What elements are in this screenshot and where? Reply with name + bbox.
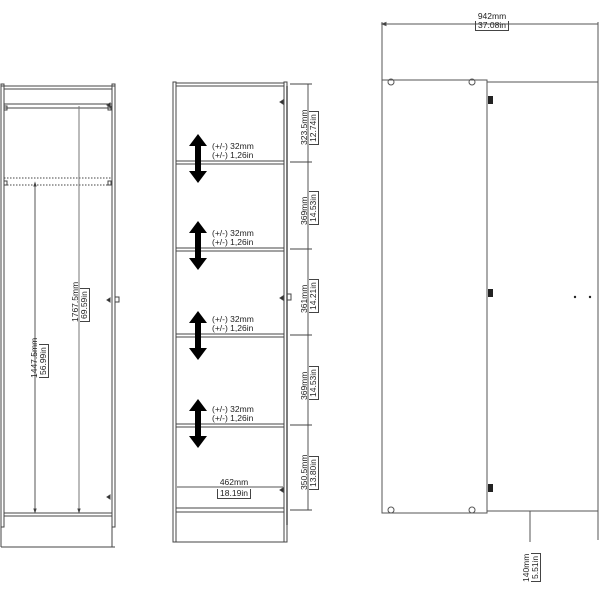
shelf-adjust-label: (+/-) 32mm(+/-) 1,26in	[212, 228, 254, 247]
inner-width-label: 462mm	[219, 477, 249, 487]
shelf-adjust-label: (+/-) 32mm(+/-) 1,26in	[212, 404, 254, 423]
dim-1447-label: 1447.5mm 56.99in	[29, 337, 49, 378]
shelf-adjust-label: (+/-) 32mm(+/-) 1,26in	[212, 314, 254, 333]
side-section-view	[0, 83, 120, 548]
open-door-view	[380, 21, 599, 542]
dim-1767-label: 1767.5mm 69.59in	[70, 281, 90, 322]
base-offset-label: 140mm 5.51in	[521, 552, 541, 582]
front-shelves-view	[172, 81, 312, 543]
total-width-label: 942mm 37.08in	[462, 12, 522, 31]
inner-width-in-label: 18.19in	[212, 489, 256, 499]
shelf-adjust-arrows	[189, 134, 207, 448]
door-hinges	[488, 96, 592, 492]
shelf-adjust-label: (+/-) 32mm(+/-) 1,26in	[212, 141, 254, 160]
